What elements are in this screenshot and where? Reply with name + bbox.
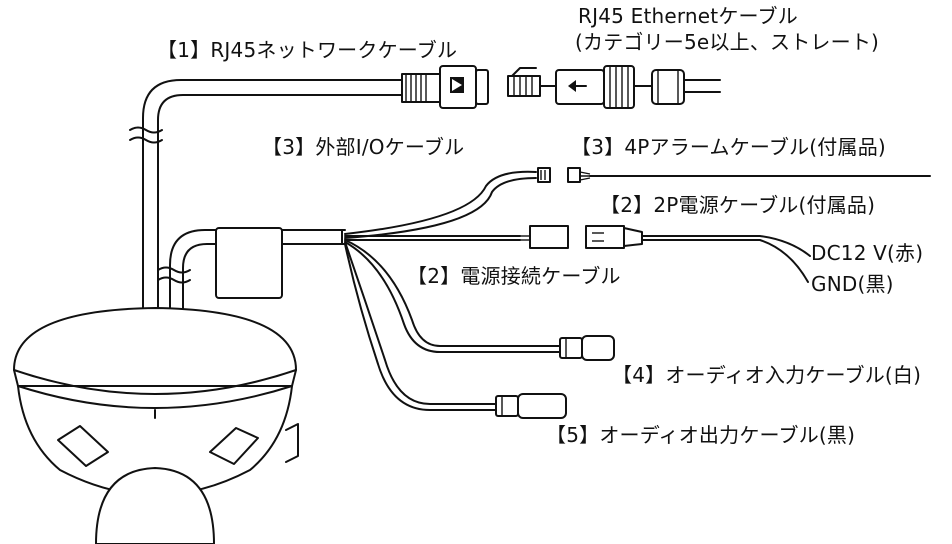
ethernet-cable-label-line1: RJ45 Ethernetケーブル	[578, 4, 798, 28]
power-2p-cable-label: 【2】2P電源ケーブル(付属品)	[600, 193, 876, 217]
dc12v-label: DC12 V(赤)	[811, 241, 924, 265]
rj45-camera-connector	[401, 65, 489, 109]
power-cable	[344, 225, 811, 283]
ethernet-cable-label-line2: (カテゴリー5e以上、ストレート)	[575, 30, 880, 54]
alarm-4p-cable-label: 【3】4Pアラームケーブル(付属品)	[571, 135, 886, 159]
power-connect-cable-label: 【2】電源接続ケーブル	[407, 264, 621, 288]
external-io-cable	[344, 167, 931, 239]
dome-camera	[13, 307, 299, 544]
cable-clamp	[215, 227, 283, 299]
audio-output-cable-label: 【5】オーディオ出力ケーブル(黒)	[546, 423, 856, 447]
rj45-network-cable-label: 【1】RJ45ネットワークケーブル	[157, 38, 458, 62]
rj45-network-cable	[129, 79, 403, 319]
audio-input-cable	[344, 239, 615, 361]
external-io-cable-label: 【3】外部I/Oケーブル	[262, 135, 465, 159]
rj45-ethernet-plug	[507, 65, 721, 109]
gnd-label: GND(黒)	[811, 272, 894, 296]
audio-output-cable	[344, 241, 567, 419]
main-cable-bundle	[157, 227, 346, 319]
audio-input-cable-label: 【4】オーディオ入力ケーブル(白)	[612, 363, 922, 387]
